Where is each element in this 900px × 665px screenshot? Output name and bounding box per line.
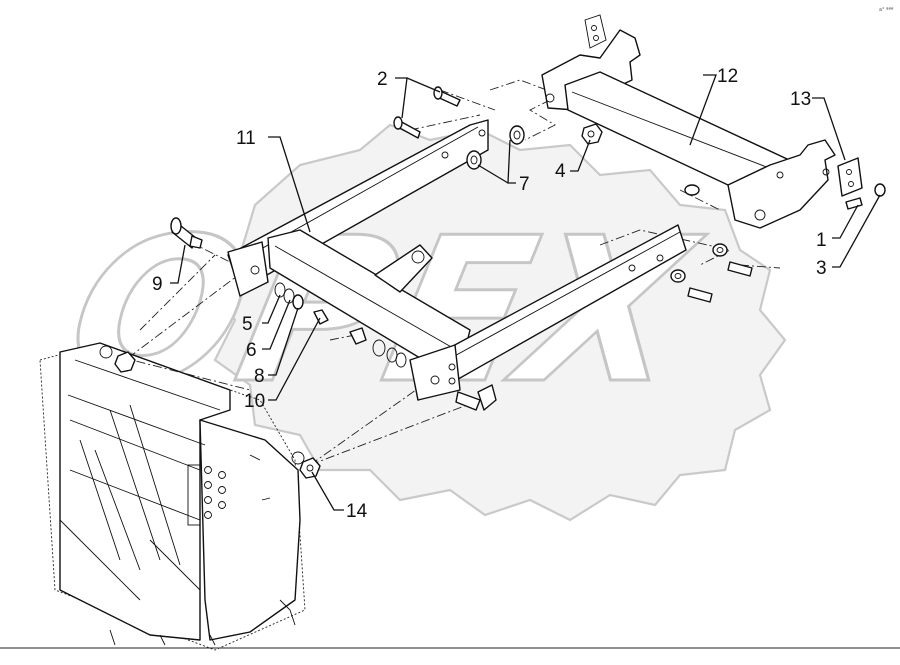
nut-part-14 — [299, 457, 321, 479]
leader-lines — [170, 74, 881, 511]
callout-12: 12 — [717, 66, 738, 87]
callout-7: 7 — [519, 174, 530, 195]
bolts-right — [687, 261, 753, 303]
callout-1: 1 — [816, 230, 827, 251]
bolt-part-1-3 — [845, 183, 886, 210]
pin-part-9 — [170, 217, 203, 249]
washer-part-7 — [466, 125, 525, 170]
callout-9: 9 — [152, 274, 163, 295]
pin-lower — [455, 384, 497, 411]
callout-5: 5 — [242, 314, 253, 335]
nut-frame-left — [114, 351, 136, 373]
bolt-part-2-a — [393, 116, 421, 139]
callout-6: 6 — [246, 340, 257, 361]
nipple-part-10 — [313, 309, 367, 345]
part-13-plate — [837, 157, 863, 197]
corner-mark: a° ªªª — [879, 7, 894, 13]
callout-13: 13 — [790, 89, 811, 110]
callout-11: 11 — [236, 128, 256, 149]
callout-3: 3 — [816, 258, 827, 279]
part-12-frame — [541, 14, 836, 229]
callout-8: 8 — [254, 366, 265, 387]
callout-2: 2 — [377, 69, 388, 90]
callouts: 1 2 3 4 5 6 7 8 9 10 11 12 13 14 — [152, 66, 827, 522]
part-11-frame — [227, 119, 687, 401]
washers-right — [670, 243, 728, 283]
callout-14: 14 — [346, 501, 368, 522]
nut-part-4 — [581, 123, 603, 145]
callout-10: 10 — [244, 391, 265, 412]
bolt-part-2-b — [433, 86, 461, 107]
main-frame — [39, 342, 306, 651]
callout-4: 4 — [555, 161, 566, 182]
